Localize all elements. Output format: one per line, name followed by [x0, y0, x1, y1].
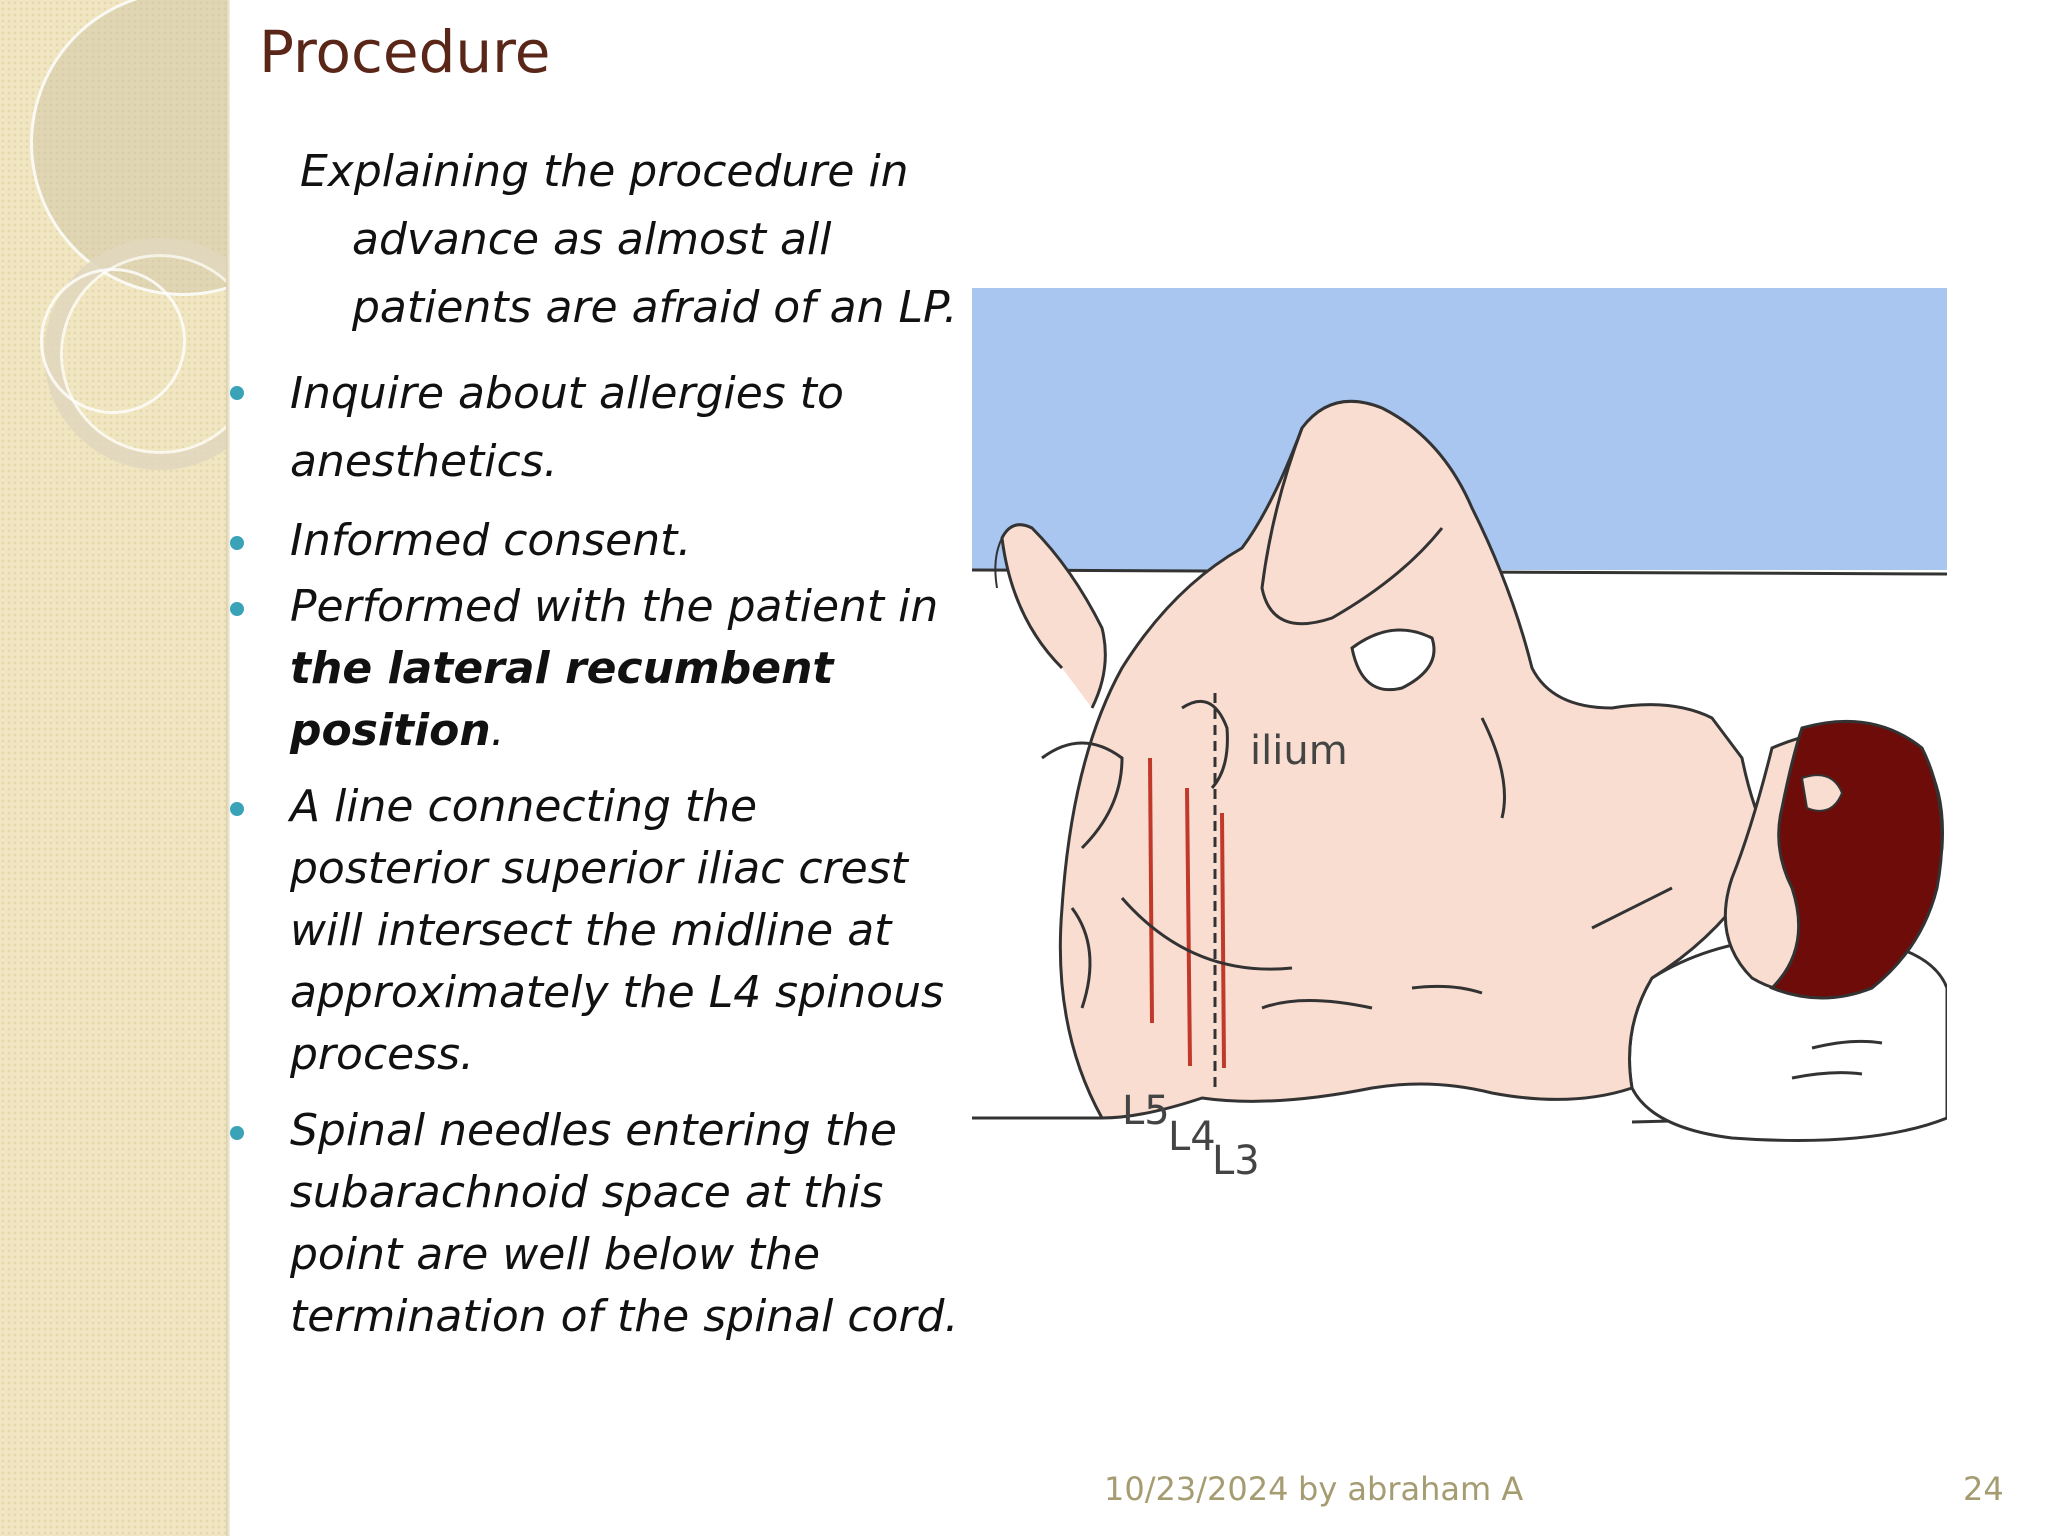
patient-hand — [1350, 628, 1436, 692]
decorative-side-band — [0, 0, 226, 1536]
bullet-item-position: Performed with the patient in the latera… — [220, 576, 960, 762]
patient-ear — [1800, 774, 1844, 812]
bullet-text: Inquire about allergies to anesthetics. — [290, 368, 844, 487]
bullet-text: Performed with the patient in — [290, 581, 939, 632]
bullet-item-spinal-needles: Spinal needles entering the subarachnoid… — [220, 1100, 960, 1348]
patient-knee — [1260, 427, 1444, 626]
label-ilium: ilium — [1250, 728, 1348, 774]
decorative-ring-small — [40, 268, 186, 414]
bullet-dot — [230, 386, 244, 400]
bullet-item-iliac-line: A line connecting the posterior superior… — [220, 776, 960, 1086]
patient-foot — [1000, 523, 1107, 709]
patient-calf-line — [1070, 907, 1092, 1009]
bullet-text: Informed consent. — [290, 515, 692, 566]
patient-body — [1058, 399, 1774, 1120]
midline-curve — [1120, 897, 1293, 971]
level-line-l4 — [1185, 787, 1192, 1067]
level-line-l3 — [1220, 812, 1226, 1069]
back-curve — [1480, 717, 1506, 819]
footer-author: by abraham A — [1298, 1470, 1524, 1508]
lumbar-puncture-illustration: ilium L5 L4 L3 — [972, 288, 1947, 1193]
footer-date: 10/23/2024 — [1104, 1470, 1289, 1508]
label-l3: L3 — [1212, 1138, 1260, 1184]
slide-title: Procedure — [259, 18, 551, 86]
footer-page-number: 24 — [1963, 1470, 2004, 1508]
bullet-dot — [230, 1126, 244, 1140]
slide-body: Explaining the procedure in advance as a… — [220, 138, 960, 1348]
pillow-crease-2 — [1791, 1071, 1863, 1080]
shoulder-contour — [1591, 886, 1673, 930]
bullet-item-allergies: Inquire about allergies to anesthetics. — [220, 360, 960, 496]
patient-leg-line — [1041, 741, 1124, 850]
back-contour — [1261, 999, 1373, 1010]
level-line-l5 — [1148, 757, 1154, 1024]
bullet-dot — [230, 602, 244, 616]
intro-paragraph: Explaining the procedure in advance as a… — [300, 146, 958, 333]
bullet-item-consent: Informed consent. — [220, 510, 960, 572]
label-l5: L5 — [1122, 1088, 1170, 1134]
bullet-text: Spinal needles entering the subarachnoid… — [290, 1105, 959, 1342]
bullet-dot — [230, 536, 244, 550]
pillow-crease — [1811, 1039, 1883, 1050]
bullet-text: A line connecting the posterior superior… — [290, 781, 944, 1080]
bullet-dot — [230, 802, 244, 816]
patient-toes — [994, 537, 1003, 589]
back-contour-2 — [1411, 984, 1483, 995]
ilium-crest — [1181, 699, 1229, 790]
bullet-text-end: . — [490, 705, 505, 756]
label-l4: L4 — [1168, 1114, 1216, 1160]
bullet-text-bold: the lateral recumbent position — [290, 643, 834, 756]
side-band-edge — [226, 0, 230, 1536]
